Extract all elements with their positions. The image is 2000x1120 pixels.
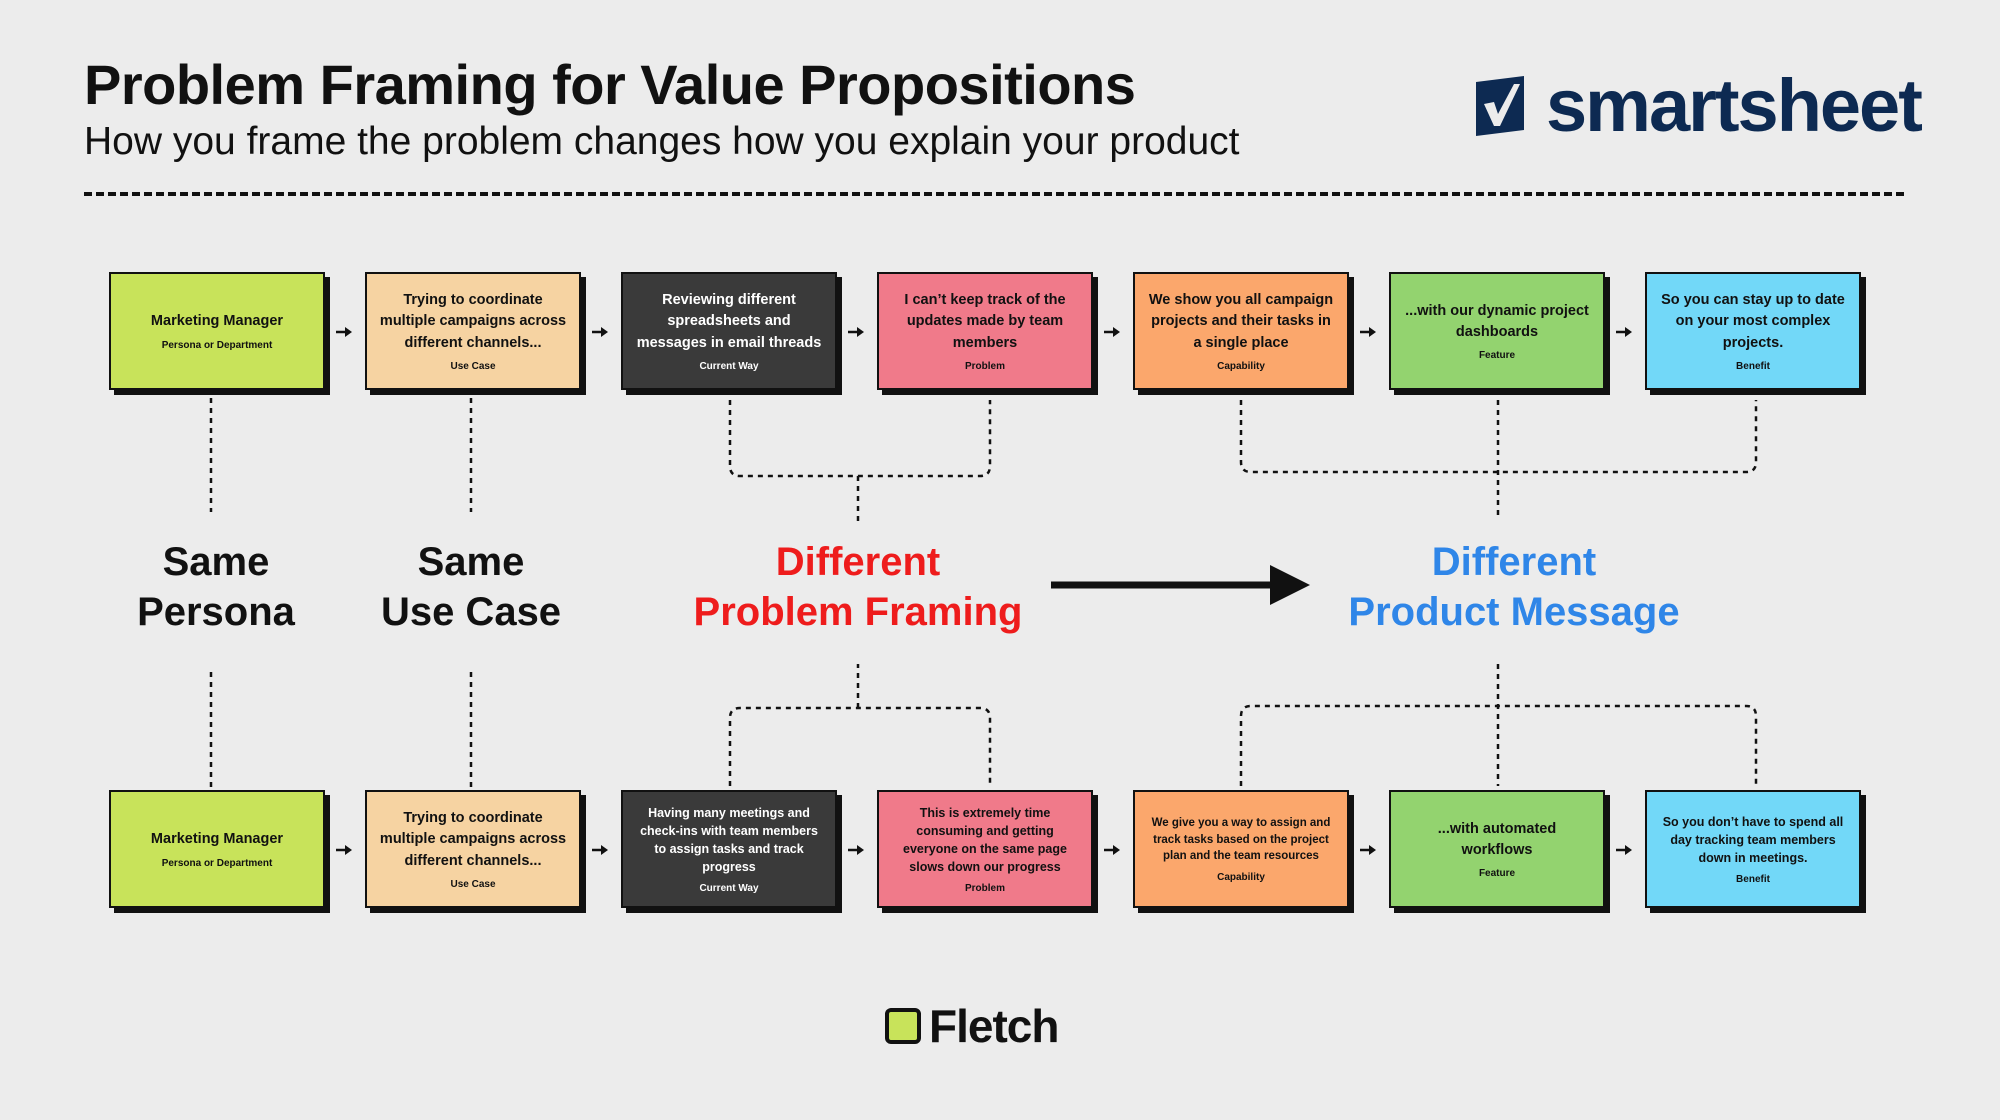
- row2-capability-card: We give you a way to assign and track ta…: [1133, 790, 1349, 908]
- row1-benefit-card: So you can stay up to date on your most …: [1645, 272, 1861, 390]
- row2-problem-card: This is extremely time consuming and get…: [877, 790, 1093, 908]
- row2-benefit-card: So you don’t have to spend all day track…: [1645, 790, 1861, 908]
- smartsheet-check-icon: [1476, 76, 1524, 136]
- header-divider: [84, 192, 1904, 196]
- row1-use-case-card: Trying to coordinate multiple campaigns …: [365, 272, 581, 390]
- row1-problem-card: I can’t keep track of the updates made b…: [877, 272, 1093, 390]
- fletch-logo: Fletch: [885, 1000, 1059, 1052]
- row2-current-way-card: Having many meetings and check-ins with …: [621, 790, 837, 908]
- row2-use-case-card: Trying to coordinate multiple campaigns …: [365, 790, 581, 908]
- smartsheet-wordmark: smartsheet: [1546, 64, 1923, 147]
- row1-capability-card: We show you all campaign projects and th…: [1133, 272, 1349, 390]
- fletch-square-icon: [885, 1008, 921, 1044]
- smartsheet-logo: smartsheet: [1474, 64, 1923, 147]
- fletch-wordmark: Fletch: [929, 1000, 1059, 1052]
- page-title: Problem Framing for Value Propositions: [84, 53, 1136, 116]
- arrow-right-icon: [1051, 565, 1310, 605]
- row1-current-way-card: Reviewing different spreadsheets and mes…: [621, 272, 837, 390]
- page-subtitle: How you frame the problem changes how yo…: [84, 120, 1240, 163]
